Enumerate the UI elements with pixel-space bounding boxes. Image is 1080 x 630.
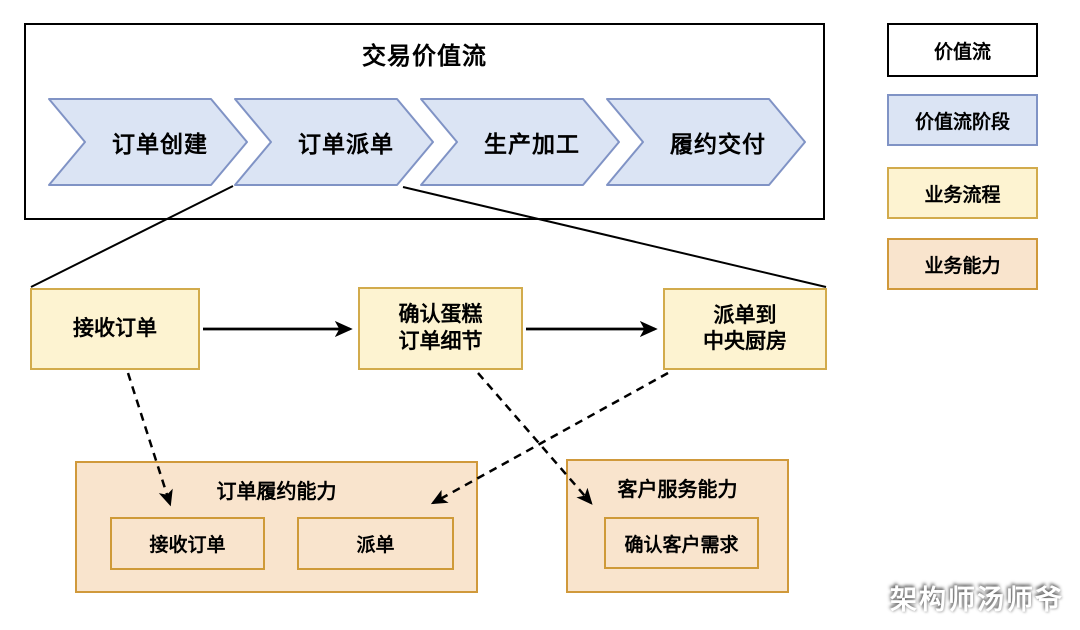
legend-business-process: 业务流程 — [887, 167, 1038, 219]
capability-order-fulfillment: 订单履约能力 接收订单 派单 — [75, 461, 478, 593]
legend-label: 价值流 — [933, 41, 991, 63]
chevron-shape-icon — [420, 98, 620, 186]
stage-label: 订单创建 — [112, 131, 208, 157]
stage-label: 履约交付 — [670, 131, 766, 157]
stage-fulfillment-delivery: 履约交付 — [606, 98, 806, 186]
stage-label: 生产加工 — [484, 131, 580, 157]
process-dispatch-central-kitchen: 派单到 中央厨房 — [663, 288, 827, 370]
value-stream-title: 交易价值流 — [362, 43, 487, 70]
capability-item-receive-order: 接收订单 — [110, 517, 265, 570]
legend-label: 业务流程 — [924, 184, 1001, 206]
legend-value-stream: 价值流 — [887, 23, 1038, 77]
stage-production: 生产加工 — [420, 98, 620, 186]
chevron-shape-icon — [234, 98, 434, 186]
chevron-shape-icon — [606, 98, 806, 186]
capability-item-dispatch: 派单 — [297, 517, 454, 570]
capability-customer-service: 客户服务能力 确认客户需求 — [566, 459, 789, 593]
legend-business-capability: 业务能力 — [887, 238, 1038, 290]
capability-title: 客户服务能力 — [617, 479, 738, 501]
legend-value-stream-stage: 价值流阶段 — [887, 94, 1038, 146]
capability-title: 订单履约能力 — [216, 481, 337, 503]
capability-item-confirm-customer-needs: 确认客户需求 — [604, 517, 759, 569]
legend-label: 业务能力 — [924, 255, 1001, 277]
legend-label: 价值流阶段 — [914, 111, 1010, 133]
chevron-shape-icon — [48, 98, 248, 186]
stage-label: 订单派单 — [298, 131, 394, 157]
stage-order-creation: 订单创建 — [48, 98, 248, 186]
stage-order-dispatch: 订单派单 — [234, 98, 434, 186]
process-receive-order: 接收订单 — [30, 288, 200, 370]
process-confirm-cake-details: 确认蛋糕 订单细节 — [358, 287, 523, 370]
watermark-text: 架构师汤师爷 — [890, 585, 1064, 615]
